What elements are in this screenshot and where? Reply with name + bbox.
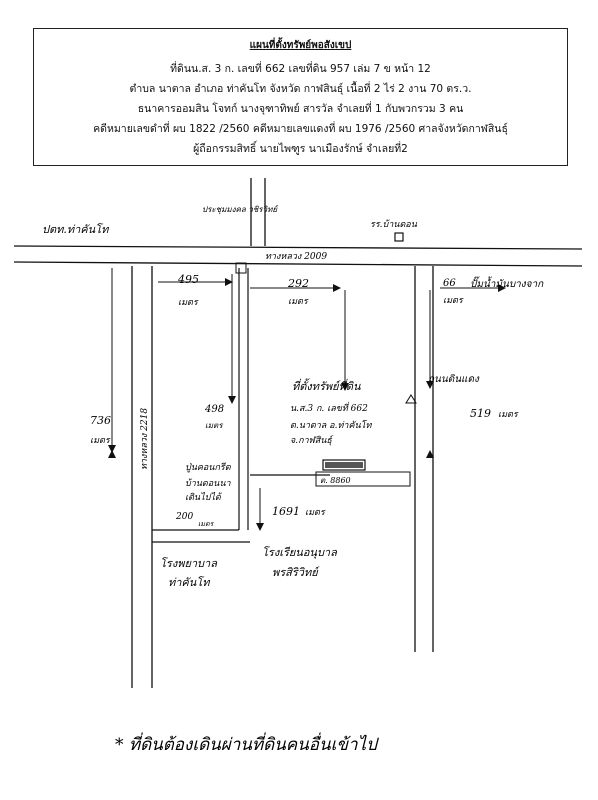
distance-66-unit: เมตร <box>443 296 464 306</box>
distance-519-unit: เมตร <box>498 410 519 420</box>
owner-info-line: ผู้ถือกรรมสิทธิ์ นายไพฑูร นาเมืองรักษ์ จ… <box>193 143 408 155</box>
distance-495-unit: เมตร <box>178 298 199 308</box>
property-parcel-hatch <box>325 462 363 468</box>
distance-200: 200 <box>175 512 193 522</box>
distance-519: 519 <box>470 407 491 420</box>
distance-736-unit: เมตร <box>90 436 111 446</box>
access-footnote: * ที่ดินต้องเดินผ่านที่ดินคนอื่นเข้าไป <box>115 732 379 755</box>
highway-2009 <box>13 245 583 267</box>
distance-498-unit: เมตร <box>205 421 224 430</box>
survey-marker-icon <box>108 450 116 458</box>
right-road <box>414 266 434 652</box>
road-2218 <box>131 266 153 688</box>
concrete-label-2: บ้านดอนนา <box>185 478 231 489</box>
school-marker-icon <box>394 232 404 242</box>
property-label-1: ที่ตั้งทรัพย์ที่ดิน <box>292 378 361 393</box>
pump-label: ปั๊มน้ำมันบางจาก <box>470 276 544 290</box>
dirt-road-label: ถนนดินแดง <box>428 373 480 385</box>
kindergarten-label-2: พรสิริวิทย์ <box>272 566 321 579</box>
plaintiff-info-line: ธนาคารออมสิน โจทก์ นางจุฑาทิพย์ สารวัล จ… <box>137 103 464 115</box>
distance-66: 66 <box>443 278 456 289</box>
location-info-line: ตำบล นาตาล อำเภอ ท่าคันโท จังหวัด กาฬสิน… <box>129 83 472 95</box>
highway-label: ทางหลวง 2009 <box>265 252 327 262</box>
property-label-3: ต.นาตาล อ.ท่าคันโท <box>290 419 372 431</box>
map-title: แผนที่ตั้งทรัพย์พอสังเขป <box>249 40 352 51</box>
survey-marker-icon <box>426 450 434 458</box>
concrete-label-1: ปู่นคอนกรีต <box>185 462 232 473</box>
survey-marker-icon <box>405 394 417 404</box>
property-parcel <box>322 459 366 471</box>
distance-498: 498 <box>204 404 224 415</box>
lot-number-label: ต. 8860 <box>320 476 351 485</box>
distance-292-unit: เมตร <box>288 297 309 307</box>
temple-lane <box>250 178 266 246</box>
distance-1691-unit: เมตร <box>305 508 326 518</box>
school-label: รร.บ้านดอน <box>370 219 418 230</box>
property-label-4: จ.กาฬสินธุ์ <box>290 435 334 446</box>
distance-292: 292 <box>287 277 309 290</box>
distance-736: 736 <box>90 414 111 427</box>
property-label-2: น.ส.3 ก. เลขที่ 662 <box>290 401 368 414</box>
kindergarten-label-1: โรงเรียนอนุบาล <box>262 546 338 559</box>
case-number-line: คดีหมายเลขดำที่ ผบ 1822 /2560 คดีหมายเลข… <box>93 123 508 135</box>
temple-label: ประชุมมงคล วชิรวิทย์ <box>202 204 279 215</box>
temple-marker-icon <box>235 262 247 274</box>
distance-1691: 1691 <box>272 505 300 518</box>
hospital-label-2: ท่าคันโท <box>168 576 210 589</box>
concrete-lane <box>152 474 330 543</box>
distance-arrows <box>108 268 506 531</box>
hospital-label-1: โรงพยาบาล <box>160 557 218 570</box>
deed-info-line: ที่ดินน.ส. 3 ก. เลขที่ 662 เลขที่ดิน 957… <box>170 63 431 75</box>
concrete-label-3: เดินไปได้ <box>185 491 223 503</box>
center-lane <box>238 268 249 530</box>
lot-box <box>315 471 411 487</box>
road-2218-label: ทางหลวง 2218 <box>140 408 150 470</box>
kantho-label: ปตท.ท่าคันโท <box>42 223 109 236</box>
distance-200-unit: เมตร <box>198 520 215 528</box>
title-block: แผนที่ตั้งทรัพย์พอสังเขป ที่ดินน.ส. 3 ก.… <box>33 28 568 166</box>
distance-495: 495 <box>177 273 199 286</box>
